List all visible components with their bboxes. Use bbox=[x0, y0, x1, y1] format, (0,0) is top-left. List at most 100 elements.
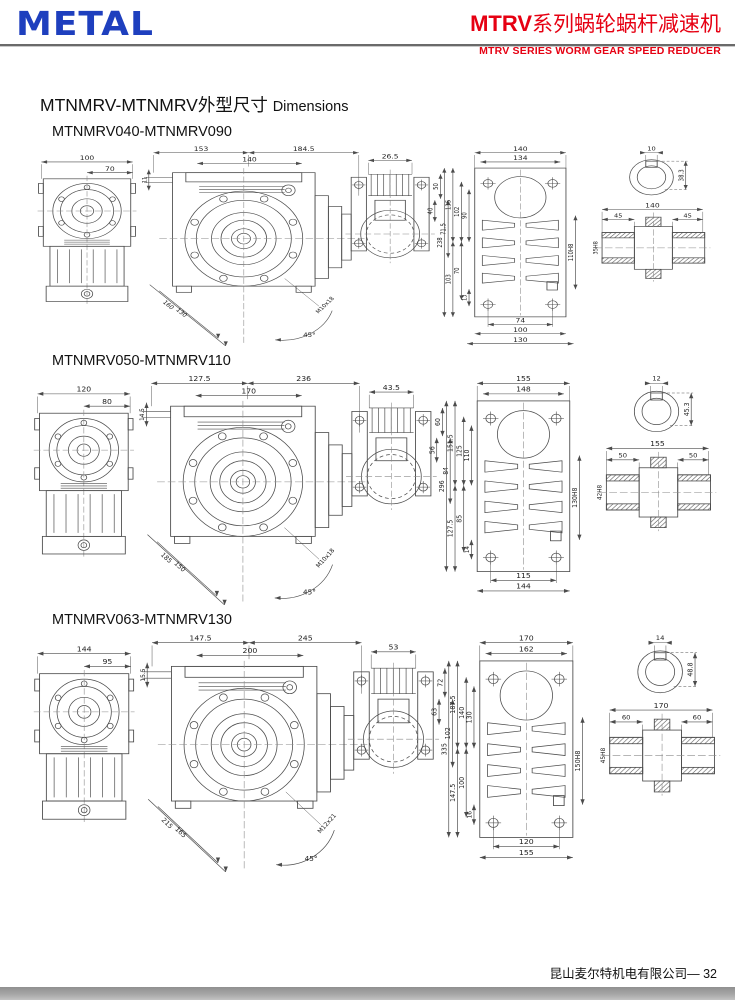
dim-label: 84 bbox=[442, 467, 450, 475]
dim-label: 45° bbox=[303, 589, 316, 597]
dim-label: 95 bbox=[103, 657, 113, 666]
footer-bar bbox=[0, 987, 735, 1000]
dim-label: 170 bbox=[519, 634, 534, 643]
dim-label: 100 bbox=[80, 155, 94, 162]
dim-label: 70 bbox=[105, 165, 115, 172]
dim-label: 125 bbox=[455, 445, 463, 457]
dim-label: 151.5 bbox=[446, 434, 454, 452]
footer-company-name: 昆山麦尔特机电有限公司— bbox=[549, 967, 700, 981]
dim-label: 14.5 bbox=[139, 408, 146, 421]
page-title: MTNMRV-MTNMRV外型尺寸 Dimensions bbox=[40, 92, 735, 117]
dim-label: 236 bbox=[296, 374, 311, 383]
dim-label: 100 bbox=[458, 777, 466, 789]
dim-label: 72 bbox=[436, 679, 444, 687]
dim-label: 100 bbox=[513, 326, 527, 333]
dim-label: 12 bbox=[652, 375, 661, 383]
dim-label: 50 bbox=[618, 452, 627, 460]
dim-label: 147.5 bbox=[449, 784, 457, 802]
model-range-label-3: MTNMRV063-MTNMRV130 bbox=[52, 612, 232, 628]
dim-label: 150H8 bbox=[574, 751, 582, 772]
dim-label: 185 bbox=[159, 551, 174, 565]
dim-label: 15.5 bbox=[140, 668, 147, 681]
dim-label: 40 bbox=[427, 207, 435, 214]
series-title-cn: MTRV系列蜗轮蜗杆减速机 bbox=[470, 8, 721, 38]
dim-label: 103 bbox=[445, 274, 453, 284]
dim-label: 200 bbox=[243, 646, 258, 655]
dim-label: 148 bbox=[516, 385, 531, 394]
dim-label: 147.5 bbox=[189, 634, 211, 643]
dim-label: 70 bbox=[454, 267, 462, 274]
dim-label: 90 bbox=[461, 212, 469, 219]
dim-label: 140 bbox=[645, 202, 659, 209]
series-title-cn-text: 系列蜗轮蜗杆减速机 bbox=[532, 13, 721, 36]
dim-label: 63 bbox=[430, 708, 438, 716]
dim-label: 110 bbox=[463, 450, 471, 462]
dim-label: 85 bbox=[455, 515, 463, 523]
dim-label: 162 bbox=[519, 645, 534, 654]
dim-label: M10x18 bbox=[315, 296, 336, 315]
section-mtnmrv063-130: MTNMRV063-MTNMRV130 144 95 147.5 245 200 15.5… bbox=[26, 612, 735, 872]
dim-label: 127.5 bbox=[189, 374, 211, 383]
dim-label: 53 bbox=[389, 643, 399, 652]
dim-label: 11 bbox=[142, 176, 149, 183]
dim-label: 165 bbox=[173, 825, 188, 839]
page-title-sub: Dimensions bbox=[272, 99, 349, 115]
dim-label: 102 bbox=[454, 207, 462, 217]
dim-label: 215 bbox=[160, 816, 175, 830]
dim-label: 127.5 bbox=[446, 520, 454, 538]
dim-label: 14 bbox=[656, 634, 665, 642]
dim-label: 238 bbox=[436, 237, 444, 247]
dim-label: 130 bbox=[465, 711, 473, 723]
dim-label: 14 bbox=[464, 546, 471, 553]
metal-logo: METAL bbox=[16, 5, 154, 44]
dim-label: 50 bbox=[689, 452, 698, 460]
dim-label: 335 bbox=[440, 743, 448, 755]
model-range-label-2: MTNMRV050-MTNMRV110 bbox=[52, 353, 231, 369]
dim-label: 45 bbox=[683, 213, 692, 219]
dim-label: 45.3 bbox=[683, 402, 691, 416]
dim-label: 245 bbox=[298, 634, 313, 643]
dim-label: 115 bbox=[516, 571, 531, 580]
header-titles: MTRV系列蜗轮蜗杆减速机 MTRV SERIES WORM GEAR SPEE… bbox=[470, 8, 721, 57]
dim-label: 16 bbox=[466, 811, 473, 819]
dim-label: 130 bbox=[513, 336, 527, 343]
dim-label: 50 bbox=[433, 183, 441, 190]
dim-label: 120 bbox=[519, 837, 534, 846]
footer-company: 昆山麦尔特机电有限公司— 32 bbox=[550, 963, 717, 982]
series-brand: MTRV bbox=[470, 11, 532, 36]
dim-label: 110H8 bbox=[568, 243, 576, 261]
dim-label: 170 bbox=[654, 701, 669, 710]
dim-label: 45 bbox=[614, 213, 623, 219]
dim-label: 130H8 bbox=[571, 488, 579, 508]
dim-label: 60 bbox=[622, 714, 631, 722]
dim-label: 140 bbox=[458, 707, 466, 719]
page-header: METAL MTRV系列蜗轮蜗杆减速机 MTRV SERIES WORM GEA… bbox=[0, 0, 735, 66]
dim-label: 140 bbox=[513, 145, 527, 152]
dim-label: 26.5 bbox=[382, 153, 399, 160]
dim-label: 38.3 bbox=[678, 169, 686, 181]
dim-label: 130 bbox=[174, 307, 189, 319]
dim-label: 160 bbox=[161, 299, 176, 311]
dim-label: 48.8 bbox=[686, 662, 694, 676]
dim-label: 45° bbox=[303, 331, 316, 338]
dim-label: 144 bbox=[77, 645, 92, 654]
dim-label: 10 bbox=[647, 146, 656, 152]
model-range-label-1: MTNMRV040-MTNMRV090 bbox=[52, 124, 232, 140]
dim-label: 80 bbox=[102, 397, 112, 406]
page-title-main: MTNMRV-MTNMRV外型尺寸 bbox=[40, 95, 268, 115]
dim-label: 135 bbox=[445, 200, 453, 210]
footer-page-number: 32 bbox=[703, 967, 717, 981]
dim-label: 102 bbox=[444, 727, 452, 739]
dim-label: 43.5 bbox=[383, 383, 400, 392]
dim-label: 74 bbox=[516, 317, 526, 324]
dim-label: 134 bbox=[513, 155, 527, 162]
dim-label: 150 bbox=[172, 560, 187, 574]
